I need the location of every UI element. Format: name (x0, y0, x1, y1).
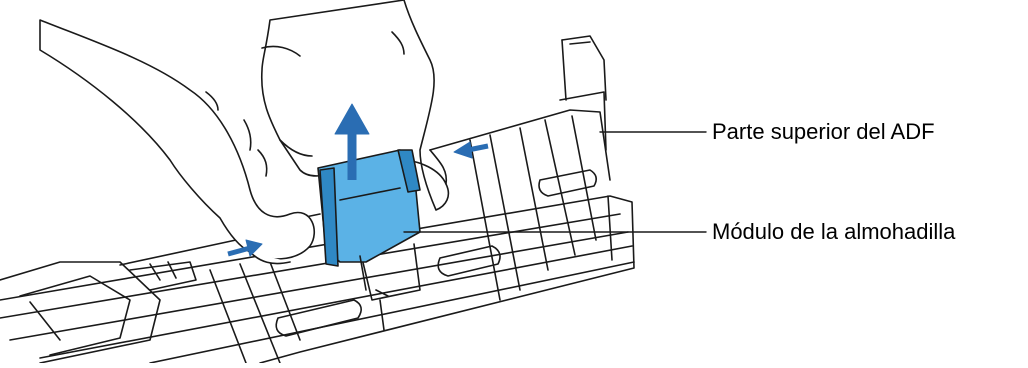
callout-label-pad-module: Módulo de la almohadilla (712, 221, 955, 243)
callout-label-adf-top: Parte superior del ADF (712, 121, 935, 143)
pad-module-icon (318, 150, 420, 290)
